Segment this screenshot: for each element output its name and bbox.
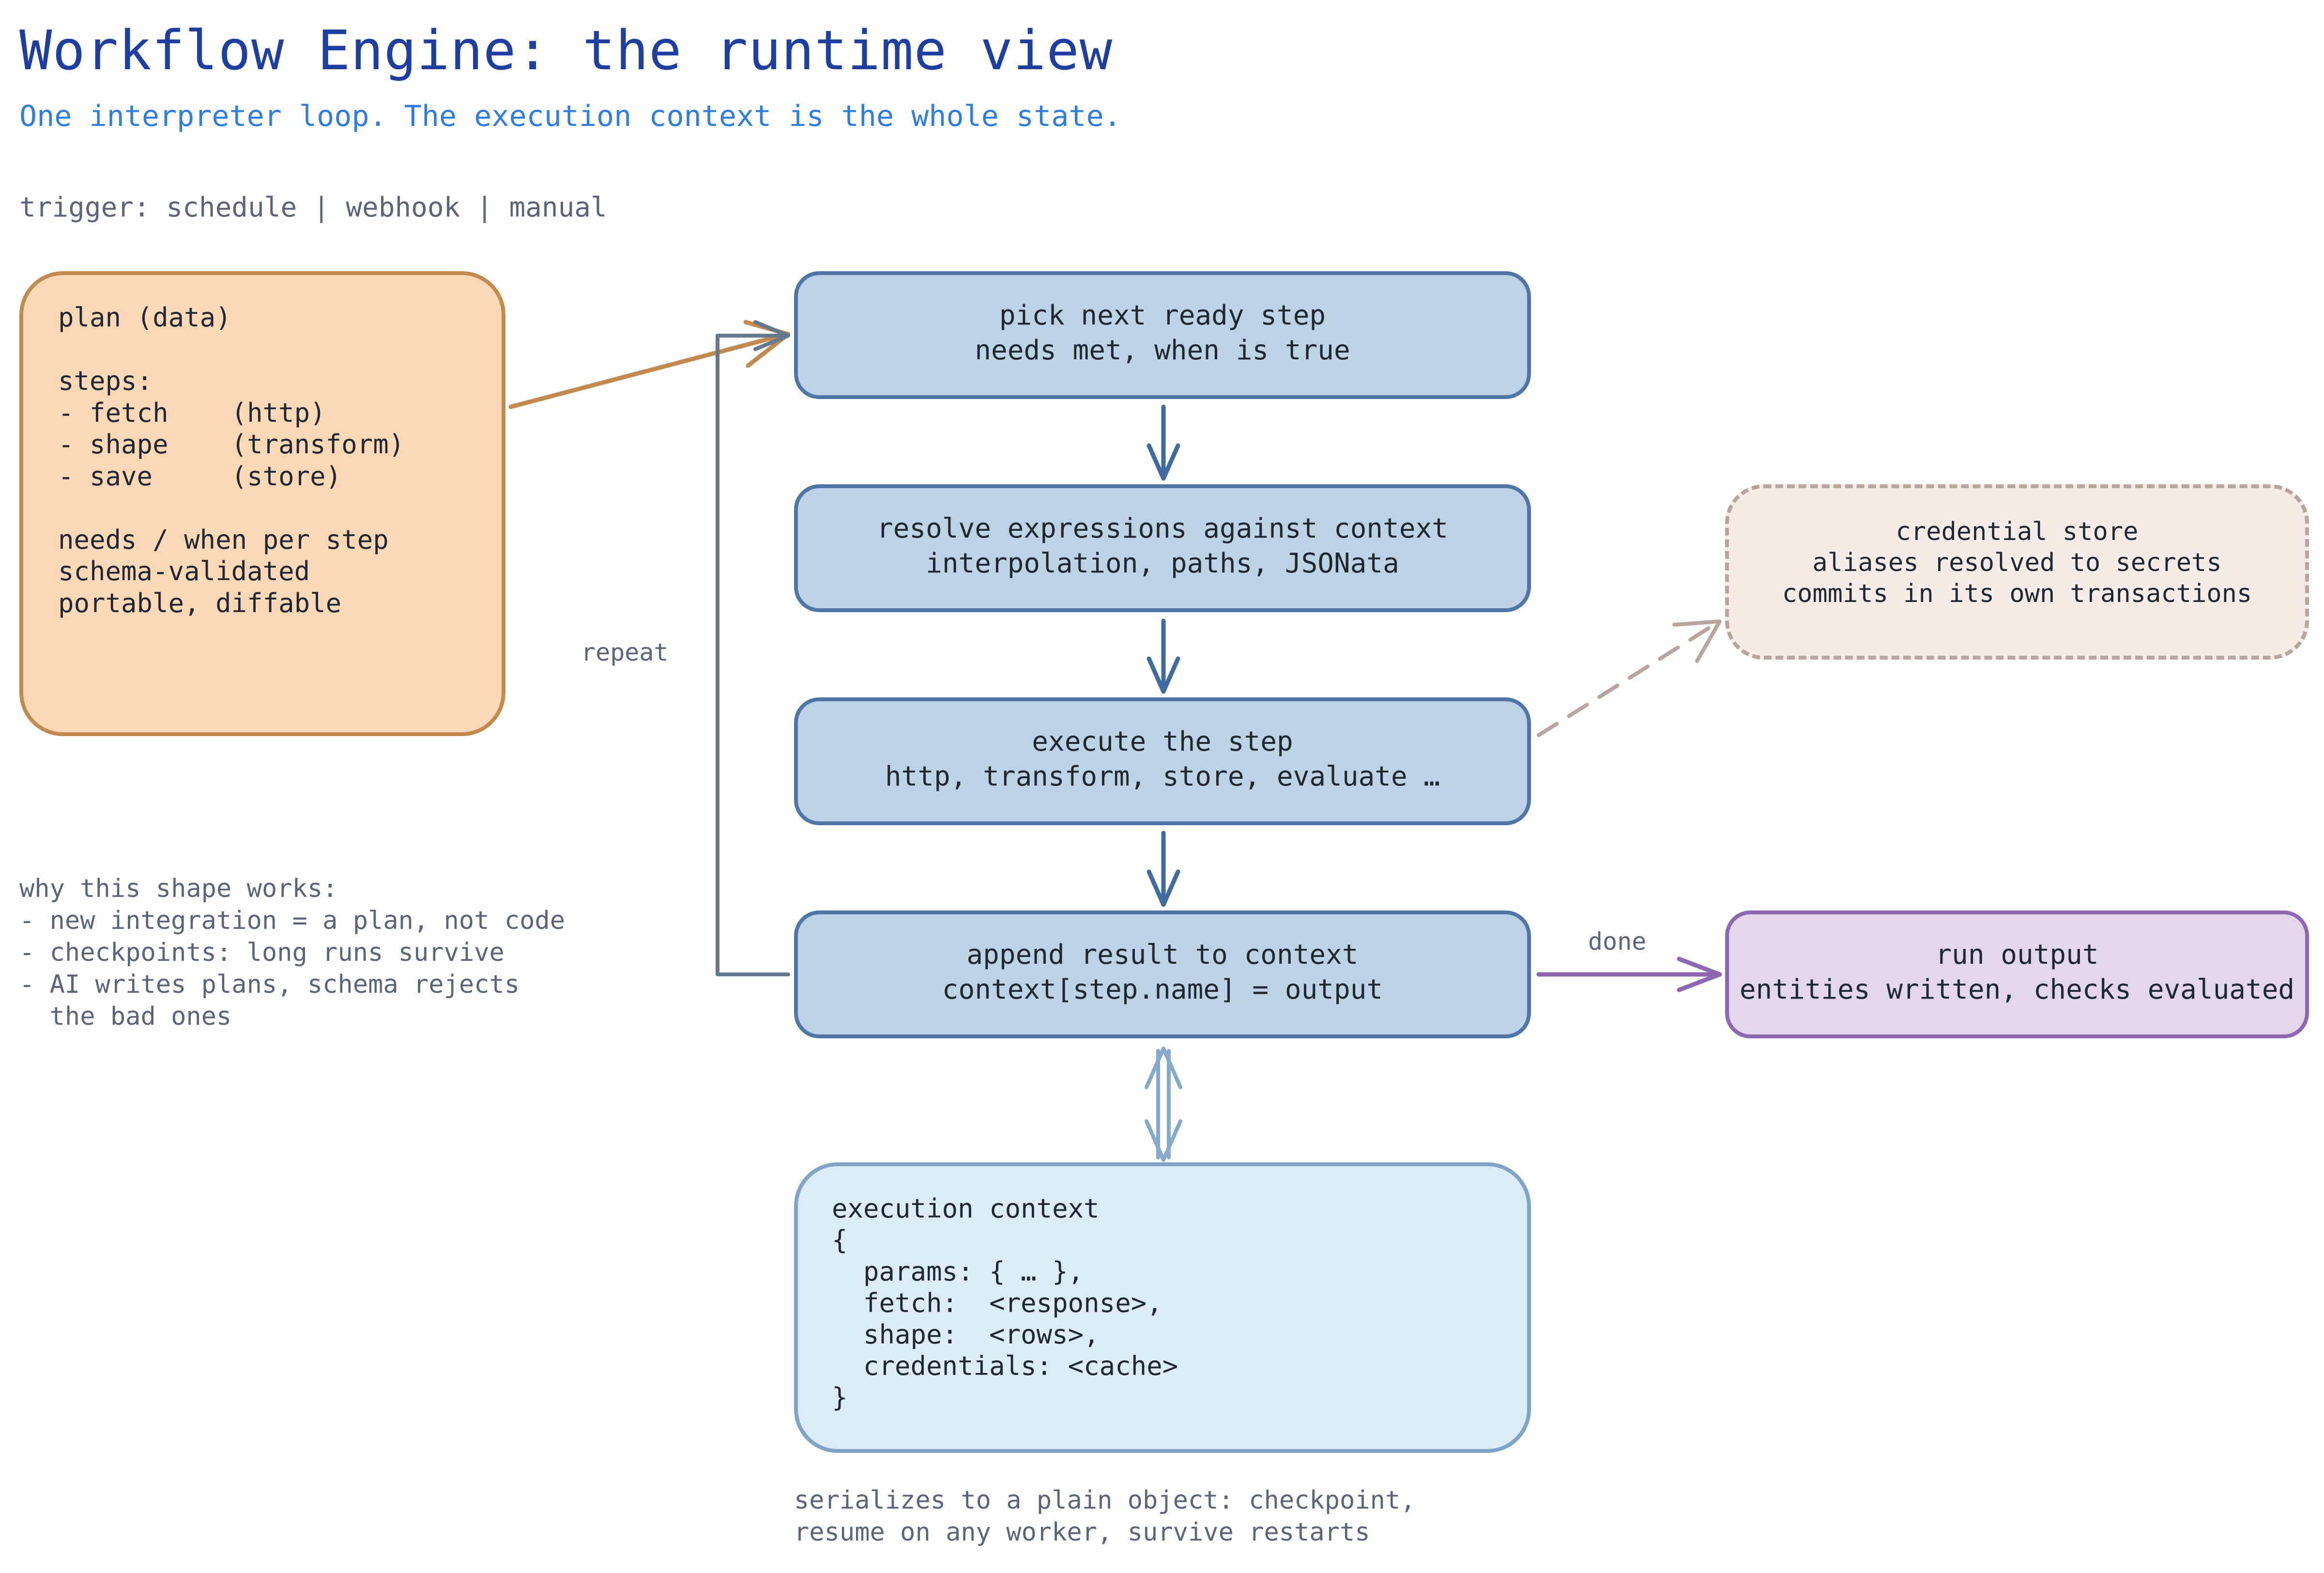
pick-to-resolve-arrow [1147,404,1180,481]
resolve-step-box: resolve expressions against context inte… [794,484,1531,612]
execute-to-credential-arrow [1537,619,1722,737]
credential-store-text: credential store aliases resolved to sec… [1782,517,2252,608]
resolve-step-text: resolve expressions against context inte… [876,513,1449,579]
trigger-label: trigger: schedule | webhook | manual [19,192,607,223]
append-context-bidirectional-arrow [1145,1047,1182,1162]
resolve-to-execute-arrow [1147,618,1180,694]
done-label: done [1588,927,1647,956]
append-step-text: append result to context context[step.na… [942,939,1383,1005]
credential-store-box: credential store aliases resolved to sec… [1725,484,2309,660]
append-step-box: append result to context context[step.na… [794,910,1531,1038]
execution-context-text: execution context { params: { … }, fetch… [832,1193,1178,1413]
plan-box: plan (data) steps: - fetch (http) - shap… [19,271,505,736]
page-subtitle: One interpreter loop. The execution cont… [19,99,1121,133]
pick-step-box: pick next ready step needs met, when is … [794,271,1531,399]
execute-to-append-arrow [1147,831,1180,907]
run-output-box: run output entities written, checks eval… [1725,910,2309,1038]
repeat-loop-arrow [716,320,790,976]
run-output-text: run output entities written, checks eval… [1739,939,2295,1005]
pick-step-text: pick next ready step needs met, when is … [975,300,1350,366]
execute-step-box: execute the step http, transform, store,… [794,697,1531,825]
repeat-label: repeat [581,638,669,666]
execute-step-text: execute the step http, transform, store,… [885,726,1440,792]
why-this-shape-works-note: why this shape works: - new integration … [19,874,566,1031]
execution-context-box: execution context { params: { … }, fetch… [794,1162,1531,1453]
page-title: Workflow Engine: the runtime view [19,19,1113,82]
plan-text: plan (data) steps: - fetch (http) - shap… [58,302,405,618]
serializes-note: serializes to a plain object: checkpoint… [794,1486,1416,1547]
append-to-output-arrow [1536,956,1722,992]
